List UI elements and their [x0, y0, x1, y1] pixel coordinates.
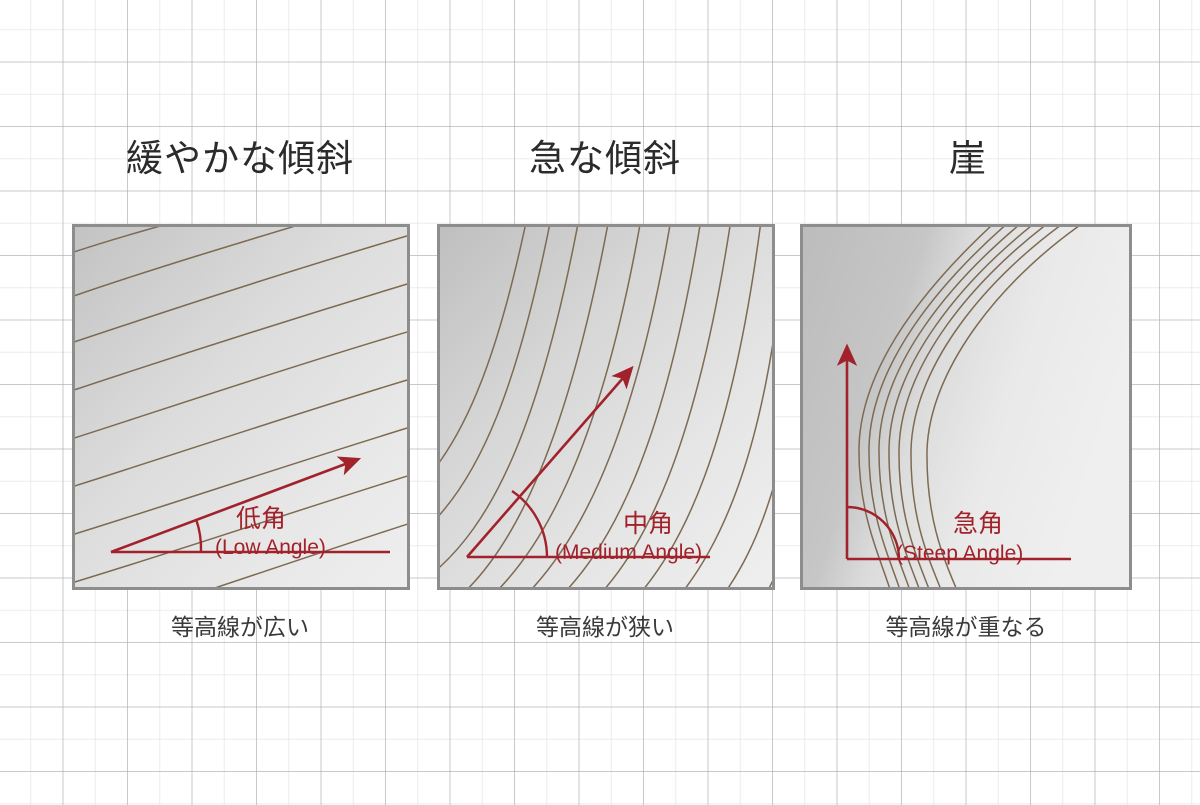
- contour-diagram-cliff: 急角 (Steep Angle): [803, 227, 1129, 587]
- angle-label-jp-low: 低角: [236, 505, 286, 533]
- angle-annotation-steep: [836, 343, 1071, 561]
- angle-label-jp-steep: 急角: [953, 510, 1003, 538]
- angle-annotation-low: [110, 456, 390, 554]
- panel-caption-gentle-slope: 等高線が広い: [171, 614, 309, 640]
- panel-figure-cliff: 急角 (Steep Angle): [800, 224, 1132, 590]
- angle-label-en-medium: (Medium Angle): [555, 541, 702, 564]
- contour-lines-steep: [440, 227, 772, 587]
- angle-arc-low: [194, 518, 203, 553]
- contour-lines-gentle: [75, 227, 407, 587]
- panel-title-steep-slope: 急な傾斜: [529, 138, 681, 179]
- angle-label-jp-medium: 中角: [623, 510, 673, 538]
- contour-diagram-gentle: 低角 (Low Angle): [75, 227, 407, 587]
- panel-caption-cliff: 等高線が重なる: [885, 614, 1047, 640]
- panel-figure-steep-slope: 中角 (Medium Angle): [437, 224, 775, 590]
- panel-title-gentle-slope: 緩やかな傾斜: [126, 138, 354, 179]
- angle-label-en-low: (Low Angle): [215, 536, 326, 559]
- angle-arc-steep: [846, 505, 901, 560]
- angle-arrow-medium: [466, 365, 634, 558]
- angle-annotation-medium: [466, 365, 710, 559]
- contour-diagram-steep: 中角 (Medium Angle): [440, 227, 772, 587]
- angle-label-en-steep: (Steep Angle): [896, 542, 1023, 565]
- panel-figure-gentle-slope: 低角 (Low Angle): [72, 224, 410, 590]
- panel-title-cliff: 崖: [949, 138, 987, 179]
- angle-arrow-low: [110, 456, 362, 554]
- panel-caption-steep-slope: 等高線が狭い: [536, 614, 674, 640]
- angle-arc-medium: [511, 490, 549, 558]
